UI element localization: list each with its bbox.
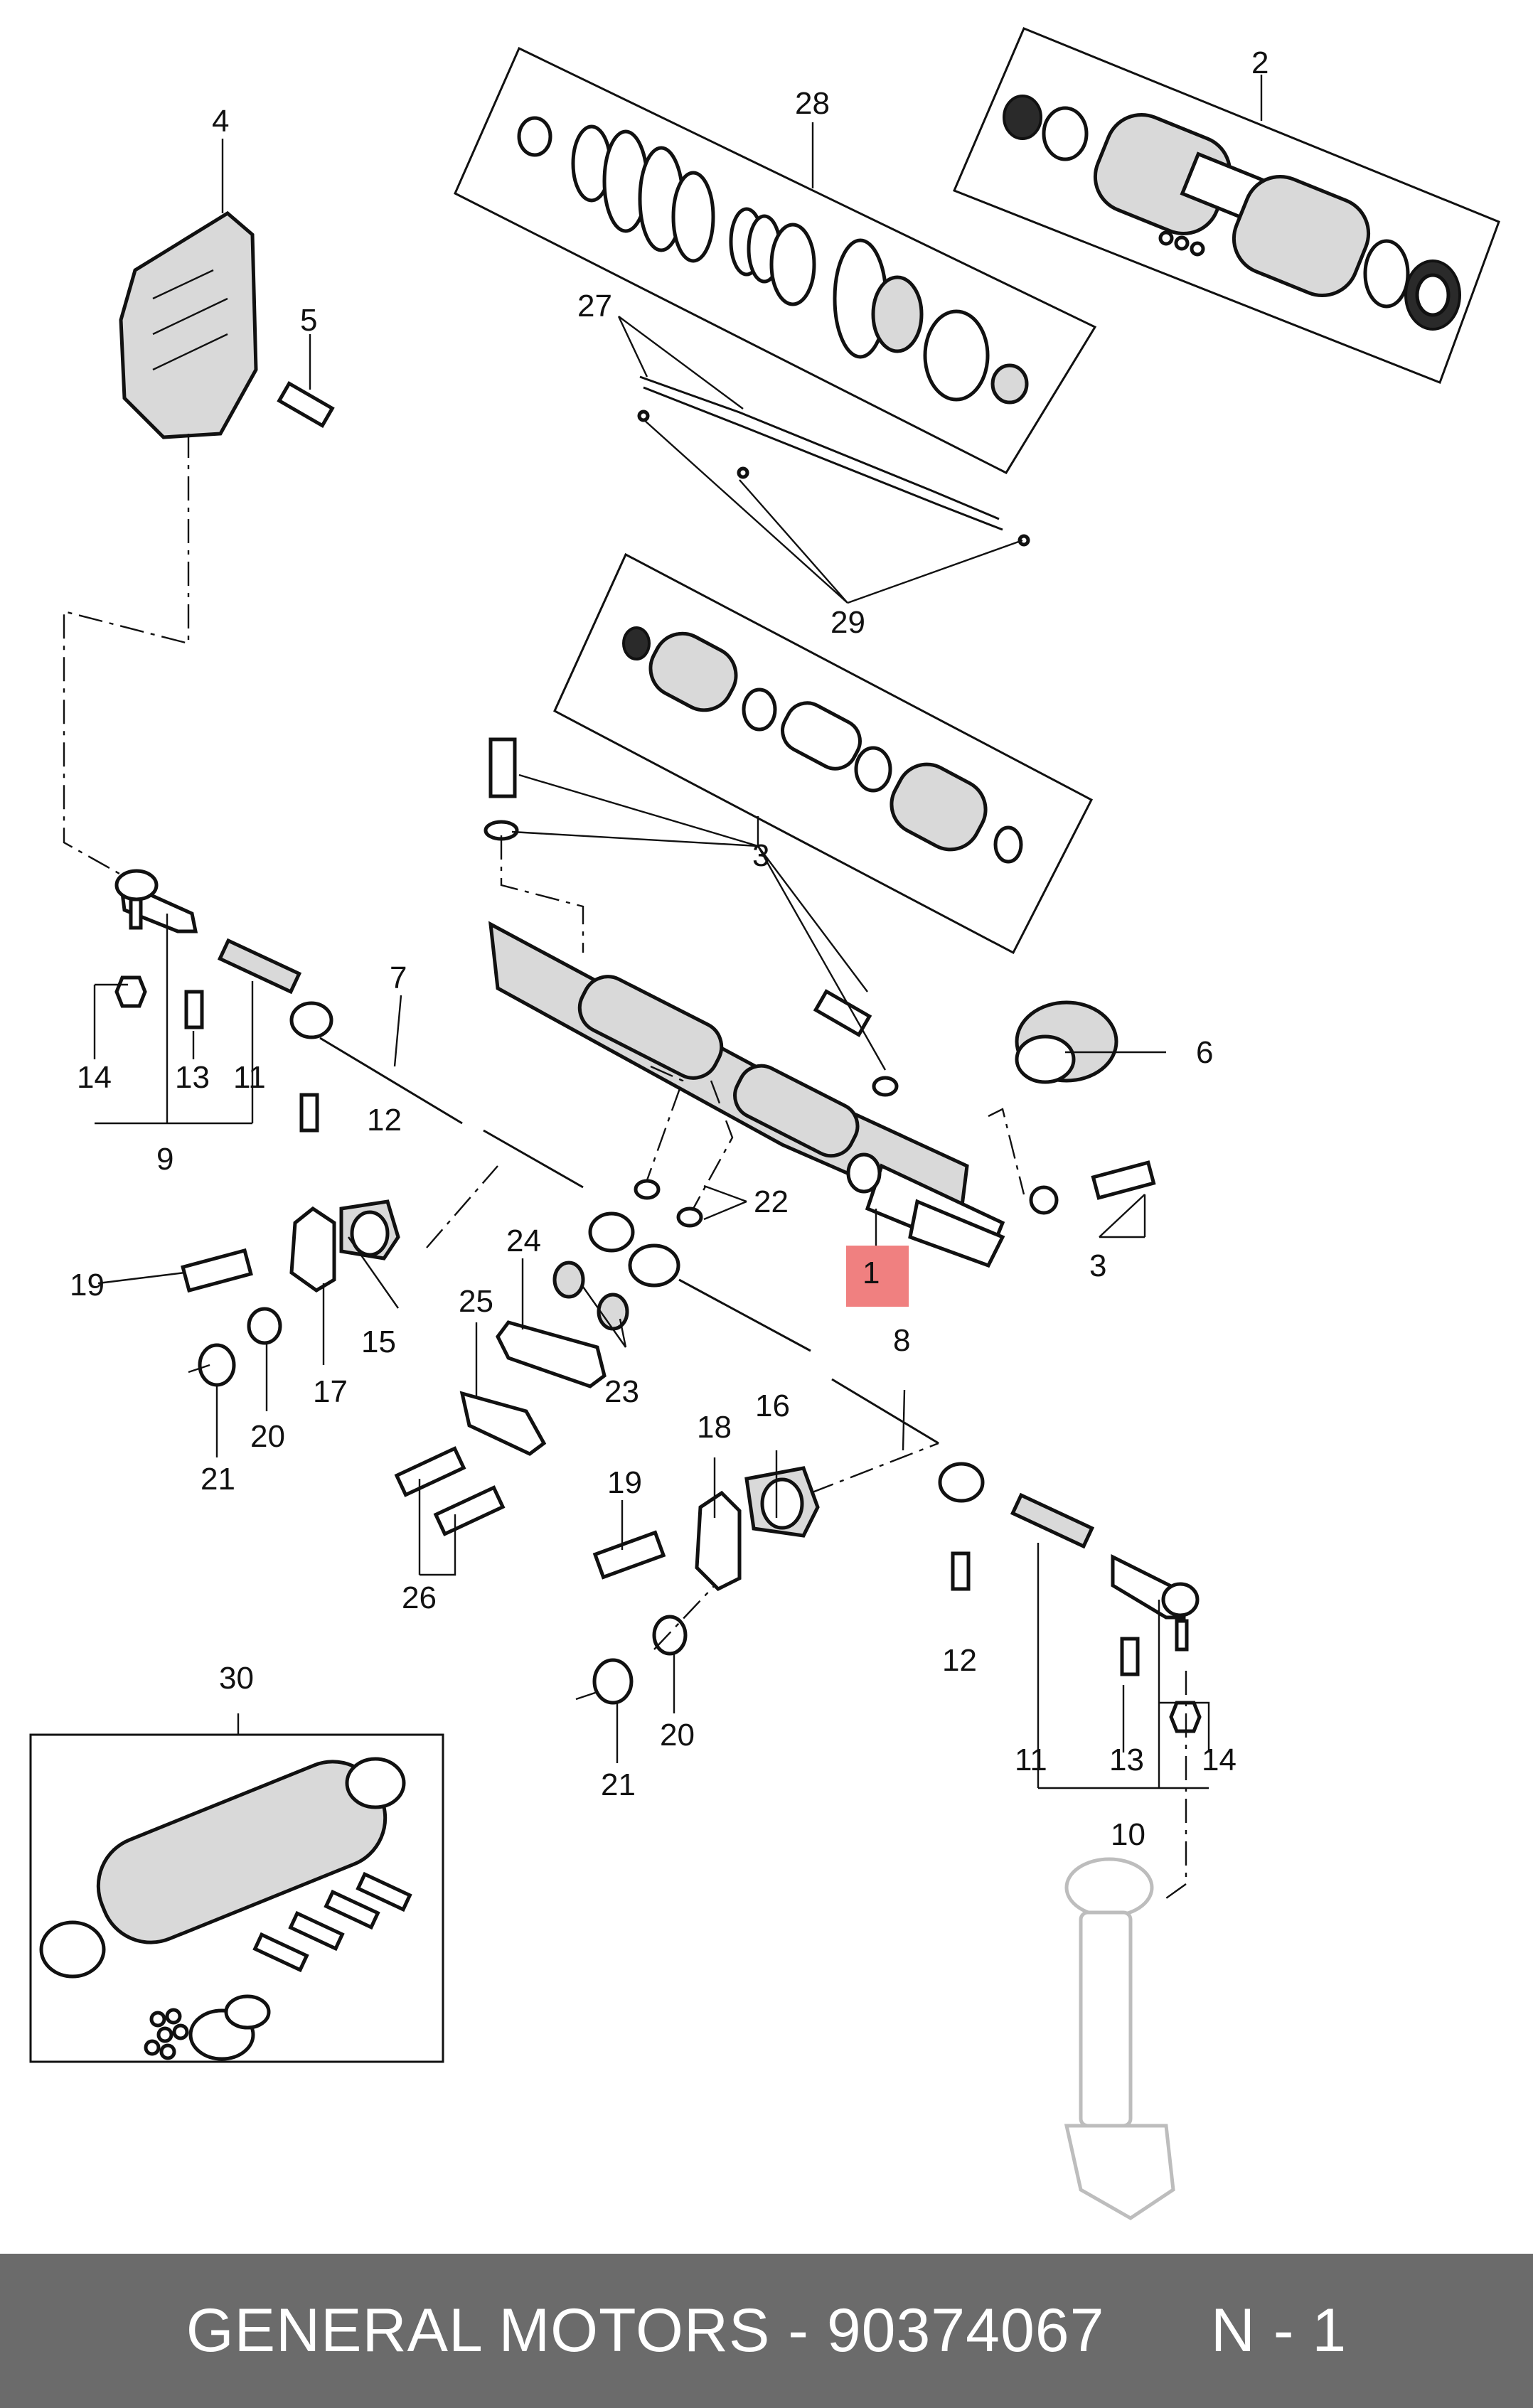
kit-28-box [454,46,1097,474]
callout-18: 18 [697,1410,732,1445]
callout-labels: 1 2 3 3 3 4 5 6 7 8 9 10 11 11 12 12 13 … [70,46,1268,1852]
bolt-part-13 [184,990,1140,1676]
bolt-part-5 [277,380,335,429]
coupling-part-6 [1015,1000,1118,1084]
tie-rod-part-8 [628,1243,985,1503]
callout-3-bolt: 3 [1089,1248,1106,1283]
callout-30: 30 [219,1661,254,1696]
callout-21-right: 21 [601,1767,636,1802]
bushing-part-16 [744,1466,820,1538]
heat-shield-part-4 [119,210,258,439]
clamp-part-18 [695,1490,742,1592]
callout-5: 5 [300,303,317,338]
callout-20-right: 20 [660,1718,695,1753]
bolts-part-3 [484,737,1156,1215]
footer-spacer [1104,2296,1210,2365]
callout-24: 24 [506,1224,541,1258]
bolt-part-26 [394,1446,506,1536]
callout-4: 4 [212,104,229,139]
callout-19-right: 19 [607,1465,642,1500]
callout-8: 8 [893,1323,910,1358]
footer-page-ref: N - 1 [1210,2296,1347,2365]
nut-part-21 [198,1343,634,1705]
pipes-part-27 [637,375,1030,547]
footer-caption: GENERAL MOTORS - 90374067 N - 1 [186,2296,1347,2366]
callout-13-right: 13 [1109,1743,1144,1777]
callout-12-right: 12 [942,1643,977,1678]
plate-part-25 [459,1391,547,1456]
footer-brand: GENERAL MOTORS [186,2296,771,2365]
callout-26: 26 [402,1580,437,1615]
plate-part-24 [496,1320,607,1388]
callout-25: 25 [459,1284,493,1319]
washer-part-22 [634,1179,703,1228]
callout-11-left: 11 [233,1060,266,1095]
highlight-box-part-1 [846,1246,909,1307]
kit-30-bolts [252,1871,412,1973]
tie-rod-part-7 [289,1001,635,1253]
strut-reference-ghost [1064,1857,1175,2220]
callout-20-left: 20 [250,1419,285,1454]
callout-12-left: 12 [367,1103,402,1138]
kit-2-box [953,27,1500,384]
callout-27: 27 [577,289,612,323]
callout-14-right: 14 [1202,1743,1236,1777]
dashed-leaders [63,434,1187,1899]
callout-16: 16 [755,1388,790,1423]
callout-13-left: 13 [175,1060,210,1095]
callout-3-kit: 3 [752,838,769,873]
footer-part-number: 90374067 [826,2296,1105,2365]
bushing-part-23 [552,1261,629,1331]
tie-rod-end-part-10 [1111,1553,1200,1652]
callout-6: 6 [1196,1035,1213,1070]
callout-19-left: 19 [70,1268,105,1302]
clamp-part-17 [289,1206,336,1293]
callout-23: 23 [604,1374,639,1409]
washer-part-20 [247,1307,688,1656]
callout-21-left: 21 [201,1462,235,1497]
steering-rack-part-1 [488,921,1005,1268]
footer-bar: GENERAL MOTORS - 90374067 N - 1 [0,2254,1533,2408]
kit-3-box [553,552,1094,955]
callout-17: 17 [313,1374,348,1409]
callout-14-left: 14 [77,1060,112,1095]
tie-rod-end-part-9 [114,869,198,933]
parts-diagram: 1 2 3 3 3 4 5 6 7 8 9 10 11 11 12 12 13 … [29,27,1500,2220]
callout-22: 22 [754,1184,789,1219]
callout-9: 9 [156,1142,173,1177]
callout-leaders [93,75,1263,1789]
footer-separator: - [770,2296,827,2365]
bolt-part-12 [299,1093,971,1591]
bolt-part-19 [181,1248,666,1580]
callout-2: 2 [1251,46,1268,80]
callout-11-right: 11 [1015,1743,1047,1777]
callout-7: 7 [390,960,407,995]
sleeve-part-11 [217,938,1095,1549]
kit-30-box [29,1733,444,2063]
bushing-part-15 [339,1199,400,1261]
callout-28: 28 [795,86,830,121]
nut-part-14 [114,975,1202,1733]
callout-15: 15 [361,1325,396,1359]
callout-29: 29 [830,605,865,640]
callout-1: 1 [862,1256,880,1290]
callout-10: 10 [1111,1817,1145,1852]
